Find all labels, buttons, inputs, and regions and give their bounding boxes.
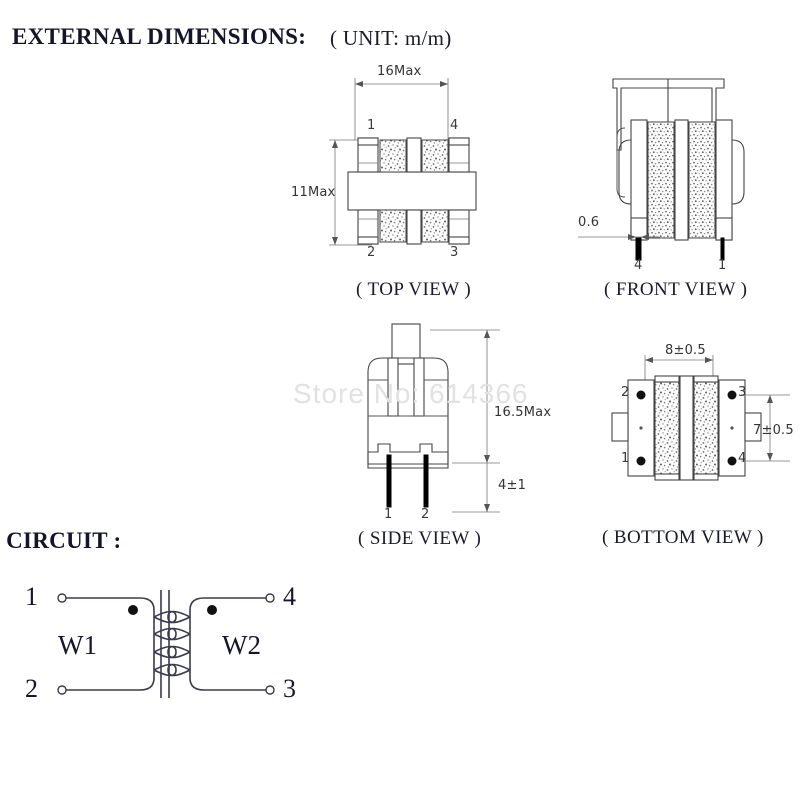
unit-note: ( UNIT: m/m) (330, 26, 452, 50)
top-view-pin-2: 2 (367, 245, 376, 260)
top-view-pin-4: 4 (450, 118, 459, 133)
circuit-terminal-3: 3 (283, 674, 296, 703)
top-view-depth-dimension: 11Max (291, 185, 336, 200)
side-view-pin-1: 1 (384, 507, 393, 522)
top-view-caption: ( TOP VIEW ) (356, 279, 472, 300)
circuit-terminal-2: 2 (25, 674, 38, 703)
bottom-view-pin-3: 3 (738, 385, 747, 400)
side-view-caption: ( SIDE VIEW ) (358, 528, 482, 549)
bottom-view-pitch-y-dimension: 7±0.5 (753, 423, 794, 438)
side-view-height-dimension: 16.5Max (494, 405, 552, 420)
bottom-view-pin-4: 4 (738, 451, 747, 466)
top-view-width-dimension: 16Max (377, 64, 422, 79)
front-view-pin-1: 1 (718, 258, 727, 273)
bottom-view-pin-1: 1 (621, 451, 630, 466)
front-view-caption: ( FRONT VIEW ) (604, 279, 748, 300)
side-view-pin-length-dimension: 4±1 (498, 478, 527, 493)
winding-label-w2: W2 (222, 630, 261, 660)
circuit-terminal-1: 1 (25, 582, 38, 611)
circuit-section-title: . CIRCUIT : (0, 528, 122, 553)
bottom-view-pin-2: 2 (621, 385, 630, 400)
circuit-terminal-4: 4 (283, 582, 296, 611)
external-dimensions-title: EXTERNAL DIMENSIONS: (12, 24, 307, 49)
front-view-pin-4: 4 (634, 258, 643, 273)
top-view-pin-1: 1 (367, 118, 376, 133)
winding-label-w1: W1 (58, 630, 97, 660)
side-view-pin-2: 2 (421, 507, 430, 522)
top-view-pin-3: 3 (450, 245, 459, 260)
bottom-view-pitch-x-dimension: 8±0.5 (665, 343, 706, 358)
front-view-pin-thickness-dimension: 0.6 (578, 215, 600, 230)
bottom-view-caption: ( BOTTOM VIEW ) (602, 527, 764, 548)
